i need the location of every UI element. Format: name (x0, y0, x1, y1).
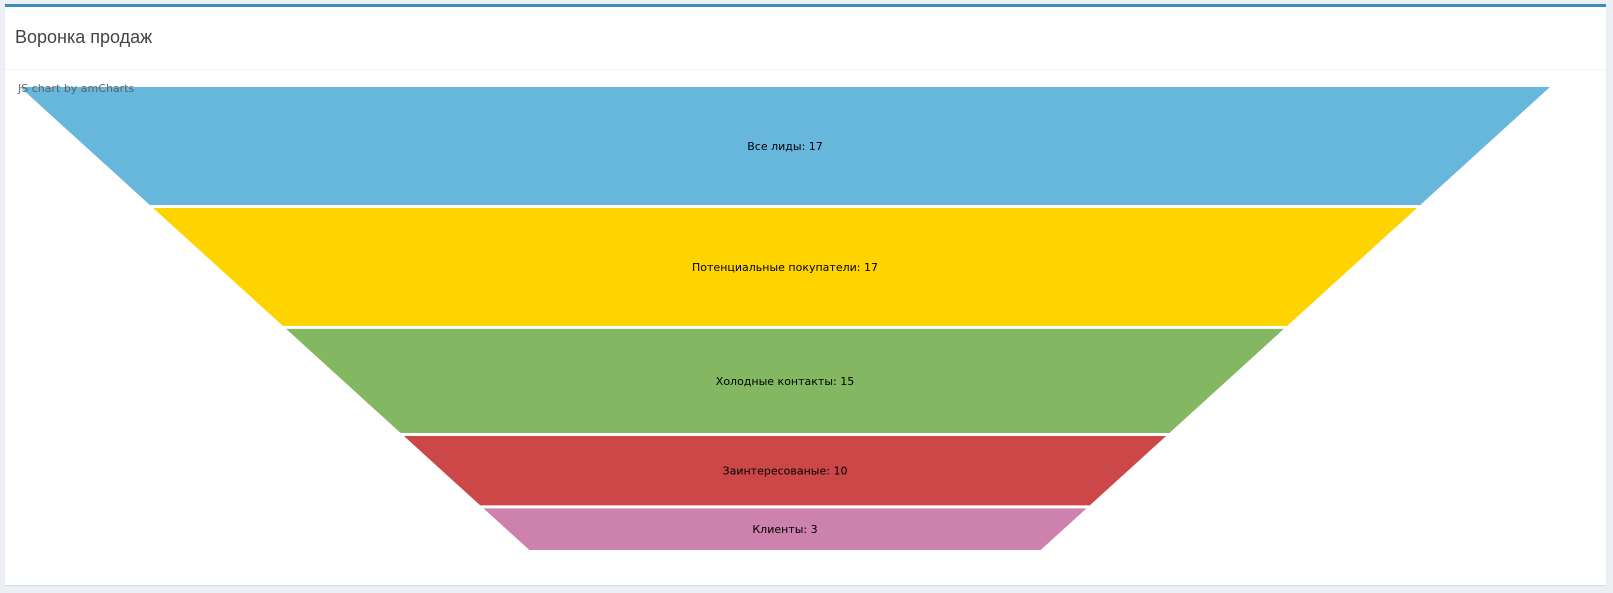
amcharts-credits-link[interactable]: JS chart by amCharts (17, 82, 134, 95)
funnel-segment[interactable] (153, 207, 1417, 326)
funnel-segment-label: Холодные контакты: 15 (716, 375, 854, 388)
funnel-segments: Все лиды: 17 Потенциальные покупатели: 17… (20, 87, 1550, 550)
funnel-chart: Все лиды: 17 Потенциальные покупатели: 17… (17, 82, 1550, 550)
funnel-segment[interactable] (403, 435, 1167, 506)
funnel-segment-label: Потенциальные покупатели: 17 (692, 261, 878, 274)
funnel-segment-label: Заинтересованые: 10 (723, 465, 848, 478)
funnel-segment-label: Клиенты: 3 (752, 523, 817, 536)
panel-header: Воронка продаж (5, 7, 1606, 70)
funnel-segment[interactable] (20, 87, 1550, 205)
funnel-segment[interactable] (483, 508, 1087, 550)
funnel-segment-label: Все лиды: 17 (747, 140, 823, 153)
panel-title: Воронка продаж (15, 27, 153, 47)
funnel-segment[interactable] (286, 328, 1284, 433)
sales-funnel-panel: Воронка продаж Все лиды: 17 Потенциальные… (5, 4, 1606, 585)
